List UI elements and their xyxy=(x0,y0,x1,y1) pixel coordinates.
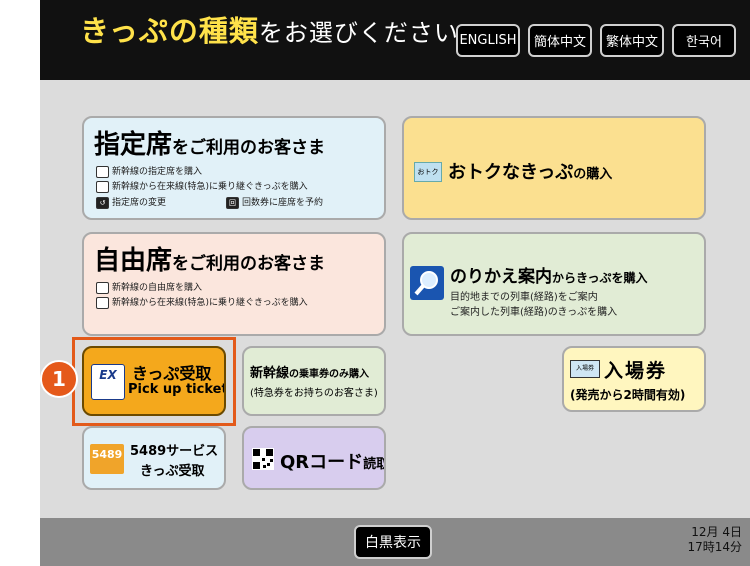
qr-code-label: QRコード読取 xyxy=(280,452,384,473)
route-guide-label: のりかえ案内からきっぷを購入 xyxy=(450,267,648,287)
platform-ticket-label: 入場券 xyxy=(604,360,668,382)
page-title: きっぷの種類をお選びください xyxy=(80,14,459,48)
ticket-machine-screen: きっぷの種類をお選びください ENGLISH 簡体中文 繁体中文 한국어 指定席… xyxy=(40,0,750,566)
pickup-en-label: Pick up ticket xyxy=(128,382,226,397)
platform-ticket-button[interactable]: 入場券 入場券 (発売から2時間有効) xyxy=(562,346,706,412)
monochrome-display-button[interactable]: 白黒表示 xyxy=(354,525,432,559)
unreserved-seat-button[interactable]: 自由席をご利用のお客さま 新幹線の自由席を購入 新幹線から在来線(特急)に乗り継… xyxy=(82,232,386,336)
pickup-ticket-button[interactable]: EX きっぷ受取 Pick up ticket xyxy=(82,346,226,416)
route-guide-button[interactable]: のりかえ案内からきっぷを購入 目的地までの列車(経路)をご案内 ご案内した列車(… xyxy=(402,232,706,336)
ticket-icon: おトク xyxy=(414,162,442,182)
coupon-icon: 回 xyxy=(226,196,239,209)
qr-code-button[interactable]: QRコード読取 xyxy=(242,426,386,490)
lang-korean-button[interactable]: 한국어 xyxy=(672,24,736,57)
unreserved-seat-heading: 自由席をご利用のお客さま xyxy=(94,246,326,276)
service-5489-label: 5489サービス xyxy=(130,444,219,459)
platform-ticket-icon: 入場券 xyxy=(570,360,600,378)
shinkansen-ticket-only-button[interactable]: 新幹線の乗車券のみ購入 (特急券をお持ちのお客さま) xyxy=(242,346,386,416)
shinkansen-only-label: 新幹線の乗車券のみ購入 xyxy=(250,366,370,381)
lang-traditional-chinese-button[interactable]: 繁体中文 xyxy=(600,24,664,57)
seat-icon xyxy=(96,281,109,294)
transfer-icon xyxy=(96,296,109,309)
lang-english-button[interactable]: ENGLISH xyxy=(456,24,520,57)
lang-simplified-chinese-button[interactable]: 簡体中文 xyxy=(528,24,592,57)
change-icon: ↺ xyxy=(96,196,109,209)
reserved-seat-heading: 指定席をご利用のお客さま xyxy=(94,130,326,160)
qr-code-icon xyxy=(252,448,274,474)
service-5489-button[interactable]: 5489 5489サービス きっぷ受取 xyxy=(82,426,226,490)
magnifier-icon xyxy=(410,266,444,300)
header-bar: きっぷの種類をお選びください ENGLISH 簡体中文 繁体中文 한국어 xyxy=(40,0,750,80)
otoku-ticket-button[interactable]: おトク おトクなきっぷの購入 xyxy=(402,116,706,220)
pickup-jp-label: きっぷ受取 xyxy=(132,364,212,383)
transfer-icon xyxy=(96,180,109,193)
seat-icon xyxy=(96,165,109,178)
step-marker: 1 xyxy=(40,360,78,398)
highlight-frame xyxy=(72,337,236,426)
reserved-seat-button[interactable]: 指定席をご利用のお客さま 新幹線の指定席を購入 新幹線から在来線(特急)に乗り継… xyxy=(82,116,386,220)
service-5489-icon: 5489 xyxy=(90,444,124,474)
otoku-label: おトクなきっぷの購入 xyxy=(448,162,613,183)
ex-icon: EX xyxy=(91,364,125,400)
